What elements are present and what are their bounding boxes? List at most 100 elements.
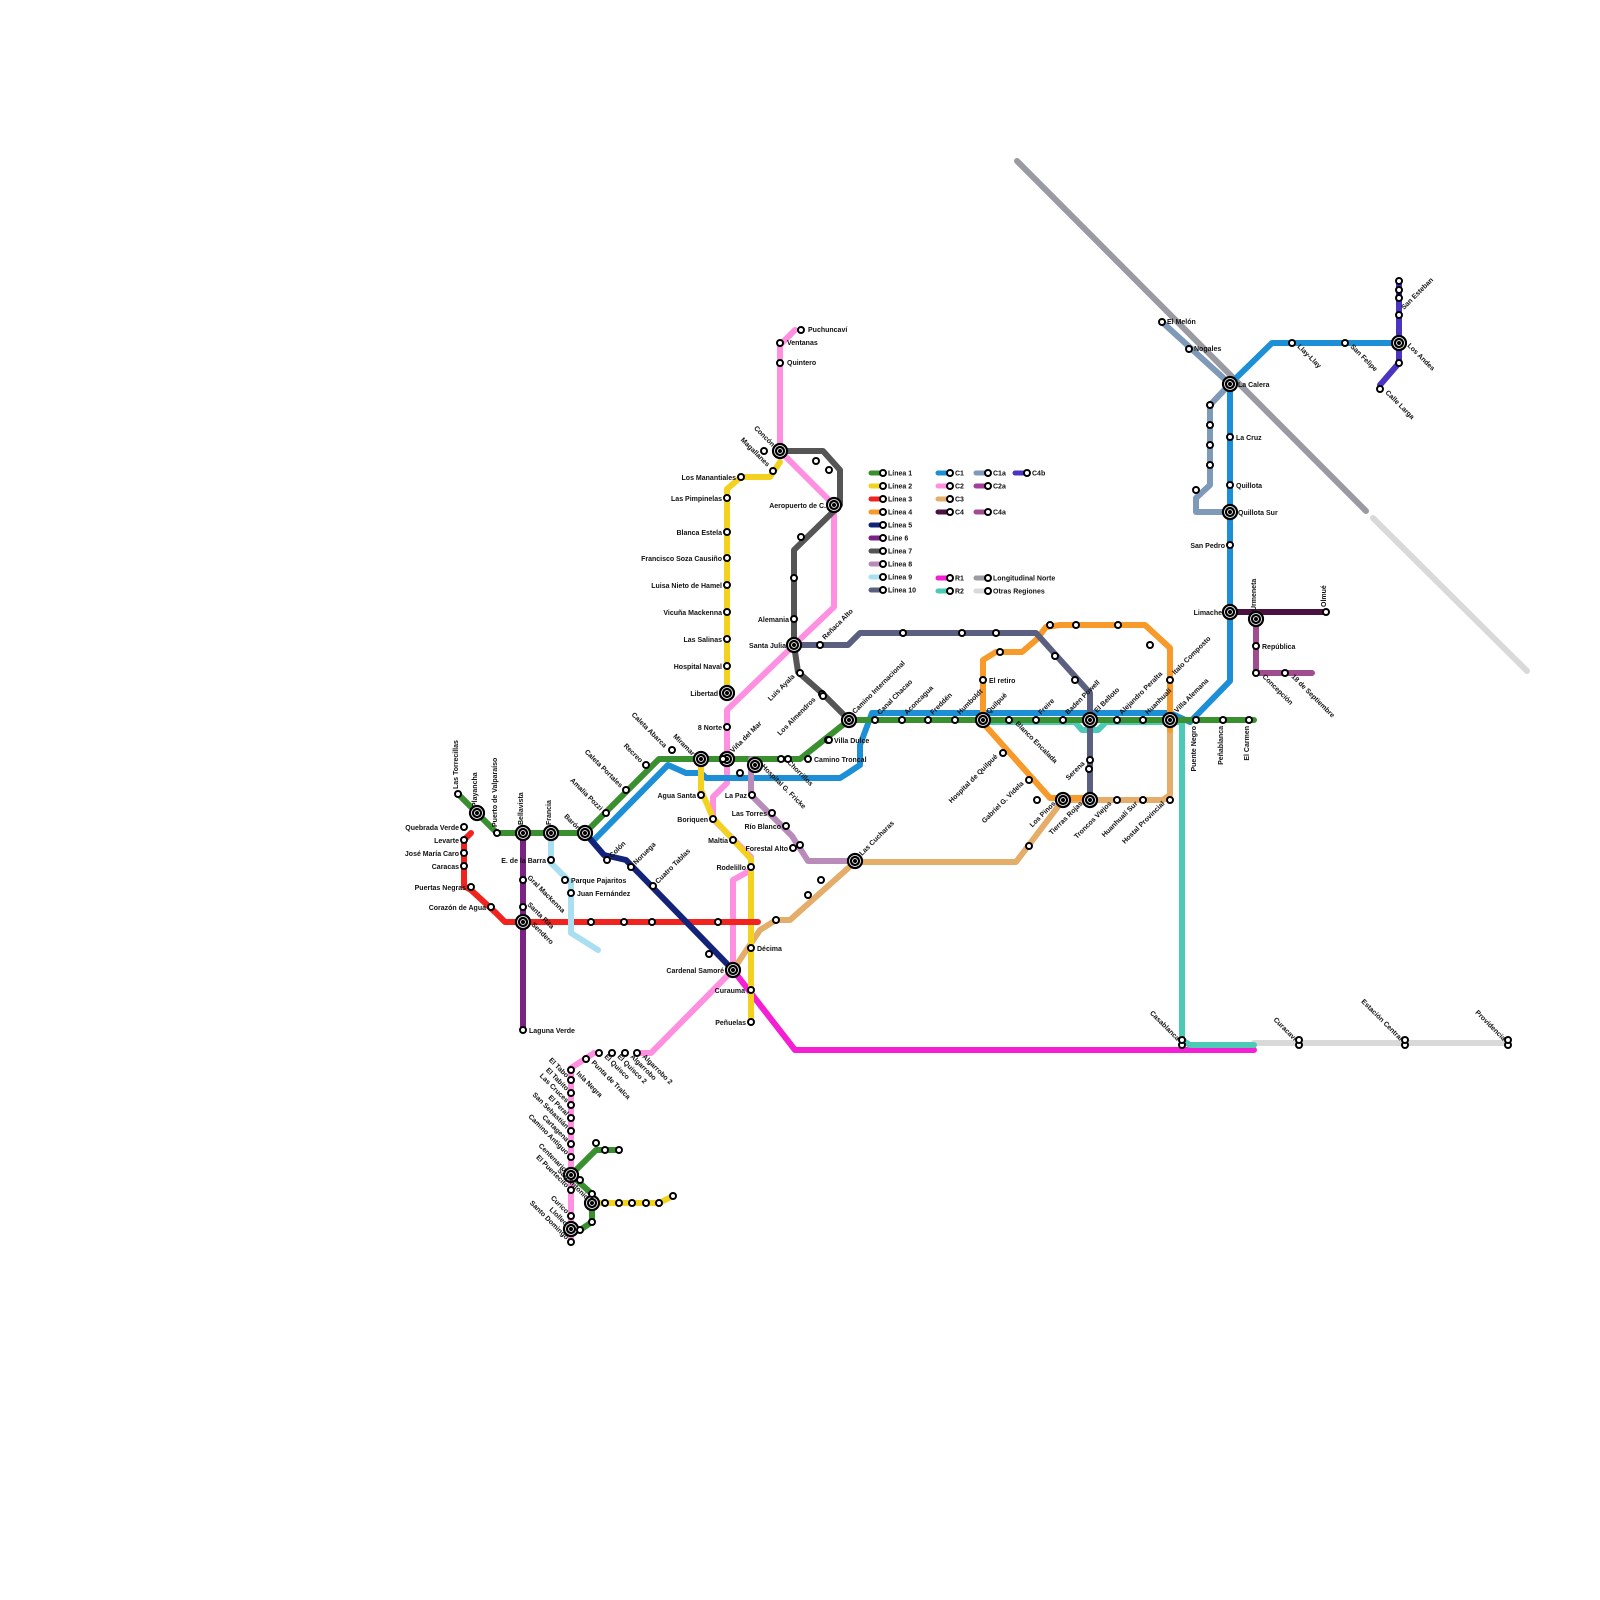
station-algarrobo-2[interactable] bbox=[633, 1049, 641, 1057]
station-puchuncavi[interactable] bbox=[797, 326, 805, 334]
station-freire[interactable] bbox=[1032, 716, 1040, 724]
station-alemania[interactable] bbox=[790, 615, 798, 623]
station-chorrillos[interactable] bbox=[777, 755, 785, 763]
station-rio-blanco[interactable] bbox=[782, 822, 790, 830]
station-baden-powell[interactable] bbox=[1059, 716, 1067, 724]
station-unnamed-30[interactable] bbox=[587, 918, 595, 926]
station-santo-domingo[interactable] bbox=[567, 1238, 575, 1246]
station-olmue[interactable] bbox=[1322, 608, 1330, 616]
station-humboldt[interactable] bbox=[951, 716, 959, 724]
station-unnamed-3[interactable] bbox=[797, 533, 805, 541]
station-curauma[interactable] bbox=[747, 986, 755, 994]
station-las-pimpinelas[interactable] bbox=[723, 494, 731, 502]
station-republica[interactable] bbox=[1252, 642, 1260, 650]
station-unnamed-19[interactable] bbox=[1206, 441, 1214, 449]
station-blanco-encalada[interactable] bbox=[1005, 716, 1013, 724]
station-huanhuali-sur[interactable] bbox=[1139, 796, 1147, 804]
station-el-tabo[interactable] bbox=[567, 1076, 575, 1084]
station-unnamed-6[interactable] bbox=[899, 629, 907, 637]
station-amalia-pozzi[interactable] bbox=[602, 809, 610, 817]
station-unnamed-7[interactable] bbox=[958, 629, 966, 637]
station-unnamed-53[interactable] bbox=[736, 769, 744, 777]
station-italo-composto[interactable] bbox=[1166, 676, 1174, 684]
station-unnamed-23[interactable] bbox=[1395, 286, 1403, 294]
station-el-melon[interactable] bbox=[1158, 318, 1166, 326]
station-blanca-estela[interactable] bbox=[723, 528, 731, 536]
station-unnamed-9[interactable] bbox=[1051, 652, 1059, 660]
station-santa-rita[interactable] bbox=[519, 903, 527, 911]
station-san-felipe[interactable] bbox=[1341, 339, 1349, 347]
station-concepcion[interactable] bbox=[1252, 669, 1260, 677]
station-unnamed-10[interactable] bbox=[1071, 676, 1079, 684]
station-18-de-septiembre[interactable] bbox=[1281, 669, 1289, 677]
station-canal-chacao[interactable] bbox=[871, 716, 879, 724]
station-agua-santa[interactable] bbox=[697, 791, 705, 799]
station-unnamed-43[interactable] bbox=[588, 1190, 596, 1198]
station-serena[interactable] bbox=[1086, 756, 1094, 764]
station-recreo[interactable] bbox=[642, 761, 650, 769]
station-laguna-verde[interactable] bbox=[519, 1026, 527, 1034]
station-maltia[interactable] bbox=[729, 836, 737, 844]
station-nogales[interactable] bbox=[1185, 345, 1193, 353]
station-unnamed-44[interactable] bbox=[576, 1226, 584, 1234]
station-luisa-nieto-de-hamel[interactable] bbox=[723, 581, 731, 589]
station-el-quisco[interactable] bbox=[595, 1049, 603, 1057]
station-quintero[interactable] bbox=[776, 359, 784, 367]
station-unnamed-8[interactable] bbox=[992, 629, 1000, 637]
station-decima[interactable] bbox=[747, 944, 755, 952]
station-unnamed-35[interactable] bbox=[804, 891, 812, 899]
station-juan-fernandez[interactable] bbox=[567, 889, 575, 897]
station-rodelillo[interactable] bbox=[747, 863, 755, 871]
station-unnamed-11[interactable] bbox=[1046, 621, 1054, 629]
station-unnamed-56[interactable] bbox=[825, 736, 833, 744]
station-las-torres[interactable] bbox=[768, 809, 776, 817]
station-la-paz[interactable] bbox=[748, 791, 756, 799]
station-las-salinas[interactable] bbox=[723, 635, 731, 643]
station-unnamed-1[interactable] bbox=[812, 457, 820, 465]
station-unnamed-25[interactable] bbox=[1395, 359, 1403, 367]
station-unnamed-28[interactable] bbox=[1504, 1036, 1512, 1044]
station-unnamed-51[interactable] bbox=[669, 1192, 677, 1200]
station-fredden[interactable] bbox=[924, 716, 932, 724]
station-unnamed-42[interactable] bbox=[576, 1176, 584, 1184]
station-caleta-abarca[interactable] bbox=[668, 746, 676, 754]
station-cartagena[interactable] bbox=[567, 1140, 575, 1148]
station-camino-antiguo[interactable] bbox=[567, 1153, 575, 1161]
station-unnamed-13[interactable] bbox=[1114, 621, 1122, 629]
station-el-puertecito[interactable] bbox=[567, 1186, 575, 1194]
station-unnamed-48[interactable] bbox=[628, 1199, 636, 1207]
station-camino-troncal[interactable] bbox=[804, 755, 812, 763]
station-el-carmen[interactable] bbox=[1245, 716, 1253, 724]
station-penablanca[interactable] bbox=[1219, 716, 1227, 724]
station-unnamed-16[interactable] bbox=[1085, 765, 1093, 773]
station-el-peral[interactable] bbox=[567, 1114, 575, 1122]
station-unnamed-12[interactable] bbox=[1072, 621, 1080, 629]
station-corazon-de-agua[interactable] bbox=[487, 903, 495, 911]
station-unnamed-47[interactable] bbox=[615, 1199, 623, 1207]
station-parque-pajaritos[interactable] bbox=[561, 876, 569, 884]
station-unnamed-52[interactable] bbox=[705, 950, 713, 958]
station-forestal-alto[interactable] bbox=[789, 844, 797, 852]
station-unnamed-22[interactable] bbox=[1395, 294, 1403, 302]
station-algarrobo[interactable] bbox=[621, 1049, 629, 1057]
station-curico[interactable] bbox=[567, 1212, 575, 1220]
station-unnamed-27[interactable] bbox=[1401, 1036, 1409, 1044]
station-aconcagua[interactable] bbox=[898, 716, 906, 724]
station-unnamed-21[interactable] bbox=[1192, 486, 1200, 494]
station-unnamed-37[interactable] bbox=[1025, 842, 1033, 850]
station-unnamed-24[interactable] bbox=[1395, 277, 1403, 285]
station-unnamed-2[interactable] bbox=[825, 466, 833, 474]
station-unnamed-29[interactable] bbox=[1178, 1036, 1186, 1044]
station-caracas[interactable] bbox=[460, 862, 468, 870]
station-unnamed-0[interactable] bbox=[760, 447, 768, 455]
station-quillota[interactable] bbox=[1226, 481, 1234, 489]
station-unnamed-54[interactable] bbox=[719, 755, 727, 763]
station-unnamed-45[interactable] bbox=[588, 1218, 596, 1226]
station-magallanes[interactable] bbox=[769, 467, 777, 475]
station-levarte[interactable] bbox=[460, 836, 468, 844]
station-unnamed-17[interactable] bbox=[1206, 401, 1214, 409]
station-puente-negro[interactable] bbox=[1192, 716, 1200, 724]
station-jose-maria-caro[interactable] bbox=[460, 849, 468, 857]
station-unnamed-57[interactable] bbox=[796, 841, 804, 849]
station-el-retiro[interactable] bbox=[979, 676, 987, 684]
